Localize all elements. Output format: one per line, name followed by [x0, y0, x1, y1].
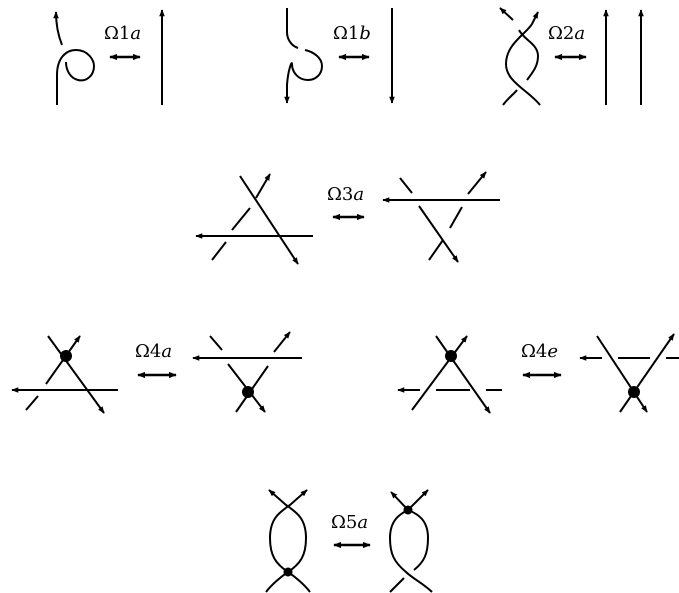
omega-4a-left-triangle	[11, 335, 118, 414]
omega-1a-left-kink	[53, 11, 96, 105]
vertex-dot	[628, 386, 640, 398]
vertex-dot	[60, 350, 72, 362]
vertex-dot	[403, 505, 413, 515]
label-omega-1b: Ω1b	[333, 23, 371, 44]
omega-5a-left-twist	[265, 489, 311, 593]
omega-4e-right-triangle	[579, 333, 679, 413]
move-omega-1b: Ω1b	[284, 8, 395, 104]
omega-3a-left-triangle	[195, 173, 313, 265]
move-omega-1a: Ω1a	[53, 9, 165, 105]
omega-2a-left-twist	[499, 7, 541, 106]
label-omega-5a: Ω5a	[331, 512, 368, 533]
label-omega-1a: Ω1a	[104, 23, 141, 44]
label-omega-3a: Ω3a	[327, 184, 364, 205]
move-omega-3a: Ω3a	[195, 171, 500, 265]
label-omega-4e: Ω4e	[521, 341, 558, 362]
omega-4a-right-triangle	[192, 331, 302, 413]
move-omega-2a: Ω2a	[499, 7, 644, 106]
vertex-dot	[242, 386, 254, 398]
label-omega-4a: Ω4a	[135, 341, 172, 362]
omega-3a-right-triangle	[382, 171, 500, 263]
move-omega-4a: Ω4a	[11, 331, 302, 414]
omega-5a-right-twist	[388, 489, 433, 593]
omega-1b-left-kink	[284, 8, 324, 104]
move-omega-5a: Ω5a	[265, 489, 433, 593]
vertex-dot	[283, 567, 293, 577]
move-omega-4e: Ω4e	[397, 333, 679, 414]
omega-4e-left-triangle	[397, 335, 502, 414]
label-omega-2a: Ω2a	[548, 23, 585, 44]
vertex-dot	[445, 350, 457, 362]
